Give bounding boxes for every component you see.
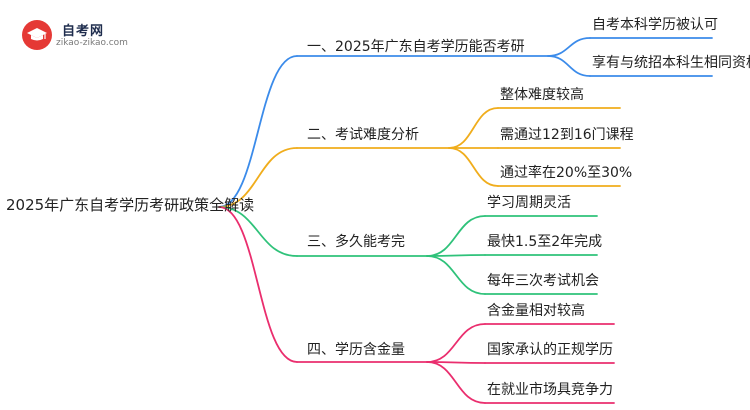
child-connector xyxy=(448,147,499,187)
branch-connector xyxy=(218,206,298,257)
child-connector xyxy=(426,255,486,295)
subtopic: 需通过12到16门课程 xyxy=(500,127,634,143)
logo-title: 自考网 xyxy=(62,24,105,39)
branch-topic: 三、多久能考完 xyxy=(307,234,405,250)
child-connector xyxy=(426,323,486,363)
subtopic: 每年三次考试机会 xyxy=(487,273,599,289)
child-connector xyxy=(426,254,486,257)
subtopic: 享有与统招本科生相同资格 xyxy=(592,55,750,71)
branch-topic: 四、学历含金量 xyxy=(307,342,405,358)
subtopic: 国家承认的正规学历 xyxy=(487,342,613,358)
subtopic: 最快1.5至2年完成 xyxy=(487,234,603,250)
subtopic: 学习周期灵活 xyxy=(487,195,571,211)
branch-connector xyxy=(218,147,298,208)
branch-topic: 一、2025年广东自考学历能否考研 xyxy=(307,39,525,55)
subtopic: 含金量相对较高 xyxy=(487,303,585,319)
child-connector xyxy=(547,37,591,57)
site-logo[interactable]: 自考网 zikao-zikao.com xyxy=(22,18,142,52)
branch-topic: 二、考试难度分析 xyxy=(307,127,419,143)
subtopic: 在就业市场具竞争力 xyxy=(487,382,613,398)
branch-connector xyxy=(218,55,298,208)
child-connector xyxy=(448,107,499,149)
subtopic: 整体难度较高 xyxy=(500,87,584,103)
branch-connector xyxy=(218,206,298,363)
subtopic: 自考本科学历被认可 xyxy=(592,17,718,33)
subtopic: 通过率在20%至30% xyxy=(500,165,633,181)
logo-url: zikao-zikao.com xyxy=(56,38,128,48)
child-connector xyxy=(426,361,486,404)
graduation-cap-icon xyxy=(22,20,52,50)
child-connector xyxy=(547,55,591,77)
child-connector xyxy=(426,215,486,257)
root-topic: 2025年广东自考学历考研政策全解读 xyxy=(6,196,255,214)
